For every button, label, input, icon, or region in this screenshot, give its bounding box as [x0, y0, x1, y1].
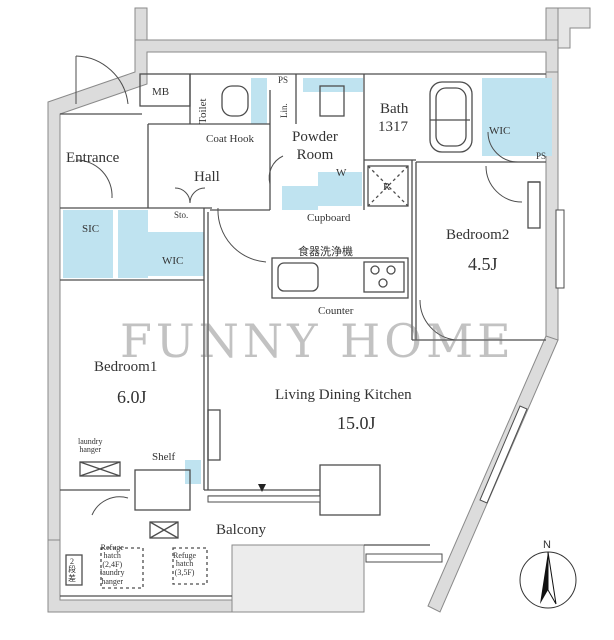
dishwasher-label: 食器洗浄機: [298, 245, 353, 258]
coat-hook-label: Coat Hook: [206, 133, 254, 145]
laundry-hanger-label: laundry hanger: [78, 437, 103, 455]
linen-label: Lin.: [279, 103, 289, 118]
refuge-hatch-a-label: Refuge hatch (2,4F) laundry hanger: [100, 543, 125, 586]
step-label: 2 段 差: [68, 557, 76, 583]
entrance-label: Entrance: [66, 150, 120, 166]
shelf-label: Shelf: [152, 451, 176, 463]
storage-label: Sto.: [174, 210, 189, 220]
compass-icon: [519, 551, 577, 609]
windows: [207, 209, 565, 563]
ldk-label: Living Dining Kitchen: [275, 387, 412, 403]
ldk-size: 15.0J: [337, 413, 376, 433]
counter-label: Counter: [318, 305, 354, 317]
powder-room-label: Powder Room: [292, 129, 338, 163]
ps-right-label: PS: [536, 151, 547, 161]
wic-left-label: WIC: [162, 255, 184, 267]
refrigerator-label: R: [383, 181, 391, 193]
storage-areas: [63, 78, 552, 484]
door-swings: [75, 55, 523, 516]
interior-walls: [60, 73, 546, 597]
bedroom1-size: 6.0J: [117, 387, 147, 407]
mb-label: MB: [152, 86, 170, 98]
toilet-label: Toilet: [197, 98, 209, 124]
north-label: N: [543, 539, 551, 551]
washer-label: W: [336, 167, 347, 179]
bath-size-label: 1317: [378, 119, 408, 135]
cupboard-label: Cupboard: [307, 212, 351, 224]
ps-top-label: PS: [278, 75, 289, 85]
hall-label: Hall: [194, 169, 220, 185]
bedroom1-label: Bedroom1: [94, 359, 158, 375]
bath-label: Bath: [380, 101, 409, 117]
sic-label: SIC: [82, 223, 100, 235]
bedroom2-label: Bedroom2: [446, 227, 510, 243]
entry-marker-icon: [258, 484, 266, 492]
refuge-hatch-b-label: Refuge hatch (3,5F): [173, 551, 197, 577]
bedroom2-size: 4.5J: [468, 254, 498, 274]
wic-top-label: WIC: [489, 125, 511, 137]
watermark: FUNNY HOME: [120, 314, 515, 368]
balcony-label: Balcony: [216, 522, 266, 538]
